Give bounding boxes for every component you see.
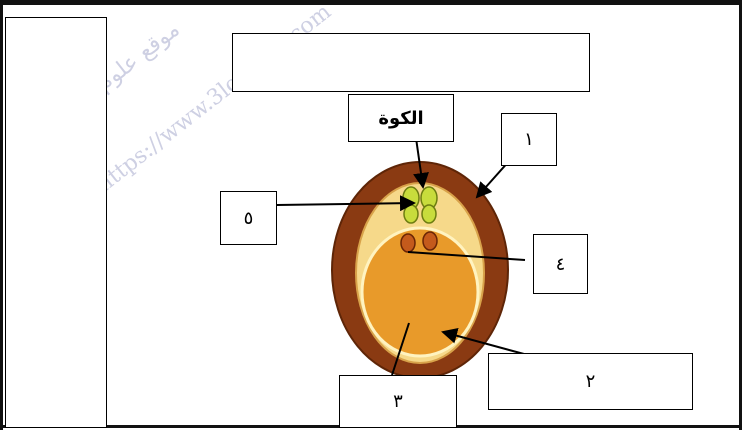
polar-nuclei [400,231,438,253]
nucellus [360,226,480,358]
label-5: ٥ [220,191,277,245]
line-4 [407,251,526,261]
right-border [739,0,742,430]
label-3: ٣ [339,375,457,428]
left-blank-box [5,17,107,428]
arrow-5 [276,195,416,212]
title-blank-box [232,33,590,92]
top-border [0,0,740,5]
label-4: ٤ [533,234,588,294]
arrow-window [413,137,429,189]
label-2: ٢ [488,353,693,410]
label-1: ١ [501,113,557,166]
arrow-2 [441,327,525,355]
green-cells [402,186,438,224]
left-border [0,0,3,430]
label-window: الكوة [348,94,454,142]
line-3 [391,322,410,376]
